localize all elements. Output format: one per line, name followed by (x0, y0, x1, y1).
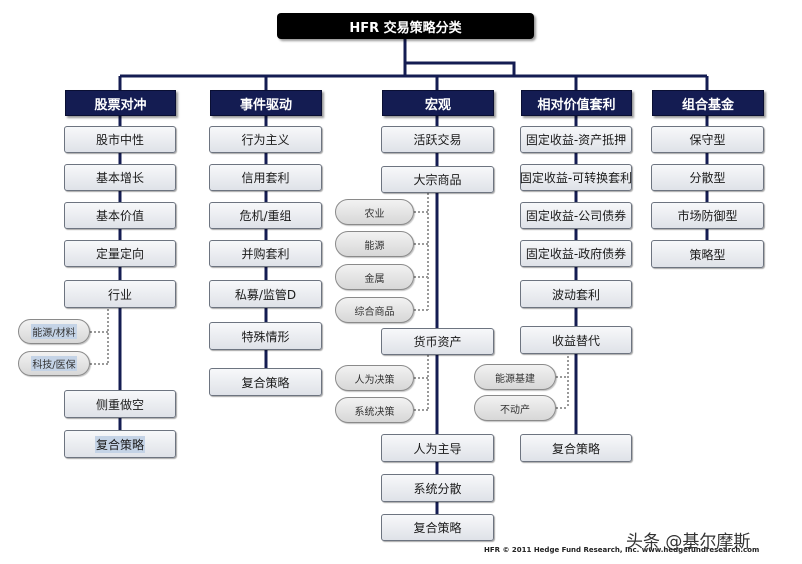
node-active-trading: 活跃交易 (381, 126, 494, 153)
node-discretionary-thematic: 人为主导 (381, 434, 494, 462)
node-macro-multi-strategy: 复合策略 (381, 514, 494, 541)
node-fi-asset-backed: 固定收益-资产抵押 (520, 126, 632, 153)
pill-label: 科技/医保 (31, 356, 77, 371)
node-fi-sovereign: 固定收益-政府债券 (520, 240, 632, 267)
node-equity-multi-strategy: 复合策略 (64, 430, 176, 458)
watermark: 头条 @基尔摩斯 (626, 527, 750, 552)
pill-energy-materials: 能源/材料 (18, 319, 90, 344)
node-label: 复合策略 (94, 435, 145, 453)
pill-energy-infrastructure: 能源基建 (474, 364, 556, 390)
node-fi-corporate: 固定收益-公司债券 (520, 202, 632, 229)
pill-multi-commodity: 综合商品 (335, 297, 414, 323)
pill-metals: 金属 (335, 264, 414, 290)
node-sector: 行业 (64, 280, 176, 308)
node-rv-multi-strategy: 复合策略 (520, 434, 632, 462)
node-special-situations: 特殊情形 (209, 322, 322, 350)
node-strategic: 策略型 (651, 240, 764, 268)
header-event-driven: 事件驱动 (210, 90, 322, 116)
node-private-issue-reg-d: 私募/监管D (209, 280, 322, 308)
node-market-defensive: 市场防御型 (651, 202, 764, 229)
header-fund-of-funds: 组合基金 (652, 90, 764, 116)
watermark-prefix: 头条 (626, 532, 660, 552)
node-commodity: 大宗商品 (381, 166, 494, 193)
node-conservative: 保守型 (651, 126, 764, 153)
copyright-footer: HFR © 2011 Hedge Fund Research, Inc. www… (484, 546, 760, 554)
node-systematic-diversified: 系统分散 (381, 474, 494, 502)
node-fundamental-value: 基本价值 (64, 202, 176, 229)
node-currency: 货币资产 (381, 328, 494, 355)
node-quantitative-directional: 定量定向 (64, 240, 176, 267)
pill-systematic: 系统决策 (335, 397, 414, 423)
pill-real-estate: 不动产 (474, 395, 556, 421)
node-diversified: 分散型 (651, 164, 764, 191)
header-equity-hedge: 股票对冲 (65, 90, 176, 116)
node-fundamental-growth: 基本增长 (64, 164, 176, 191)
node-fi-convertible-arbitrage: 固定收益-可转换套利 (520, 164, 632, 191)
header-relative-value: 相对价值套利 (521, 90, 632, 116)
node-distressed-restructuring: 危机/重组 (209, 202, 322, 229)
node-activist: 行为主义 (209, 126, 322, 153)
node-yield-alternatives: 收益替代 (520, 326, 632, 354)
watermark-handle: @基尔摩斯 (665, 532, 751, 552)
diagram-title: HFR 交易策略分类 (277, 13, 534, 39)
node-event-multi-strategy: 复合策略 (209, 368, 322, 396)
node-merger-arbitrage: 并购套利 (209, 240, 322, 267)
pill-tech-healthcare: 科技/医保 (18, 351, 90, 376)
node-credit-arbitrage: 信用套利 (209, 164, 322, 191)
pill-agriculture: 农业 (335, 199, 414, 225)
node-equity-market-neutral: 股市中性 (64, 126, 176, 153)
node-volatility: 波动套利 (520, 280, 632, 308)
pill-label: 能源/材料 (31, 324, 77, 339)
pill-discretionary: 人为决策 (335, 365, 414, 391)
header-macro: 宏观 (382, 90, 494, 116)
node-short-bias: 侧重做空 (64, 390, 176, 418)
pill-energy: 能源 (335, 231, 414, 257)
